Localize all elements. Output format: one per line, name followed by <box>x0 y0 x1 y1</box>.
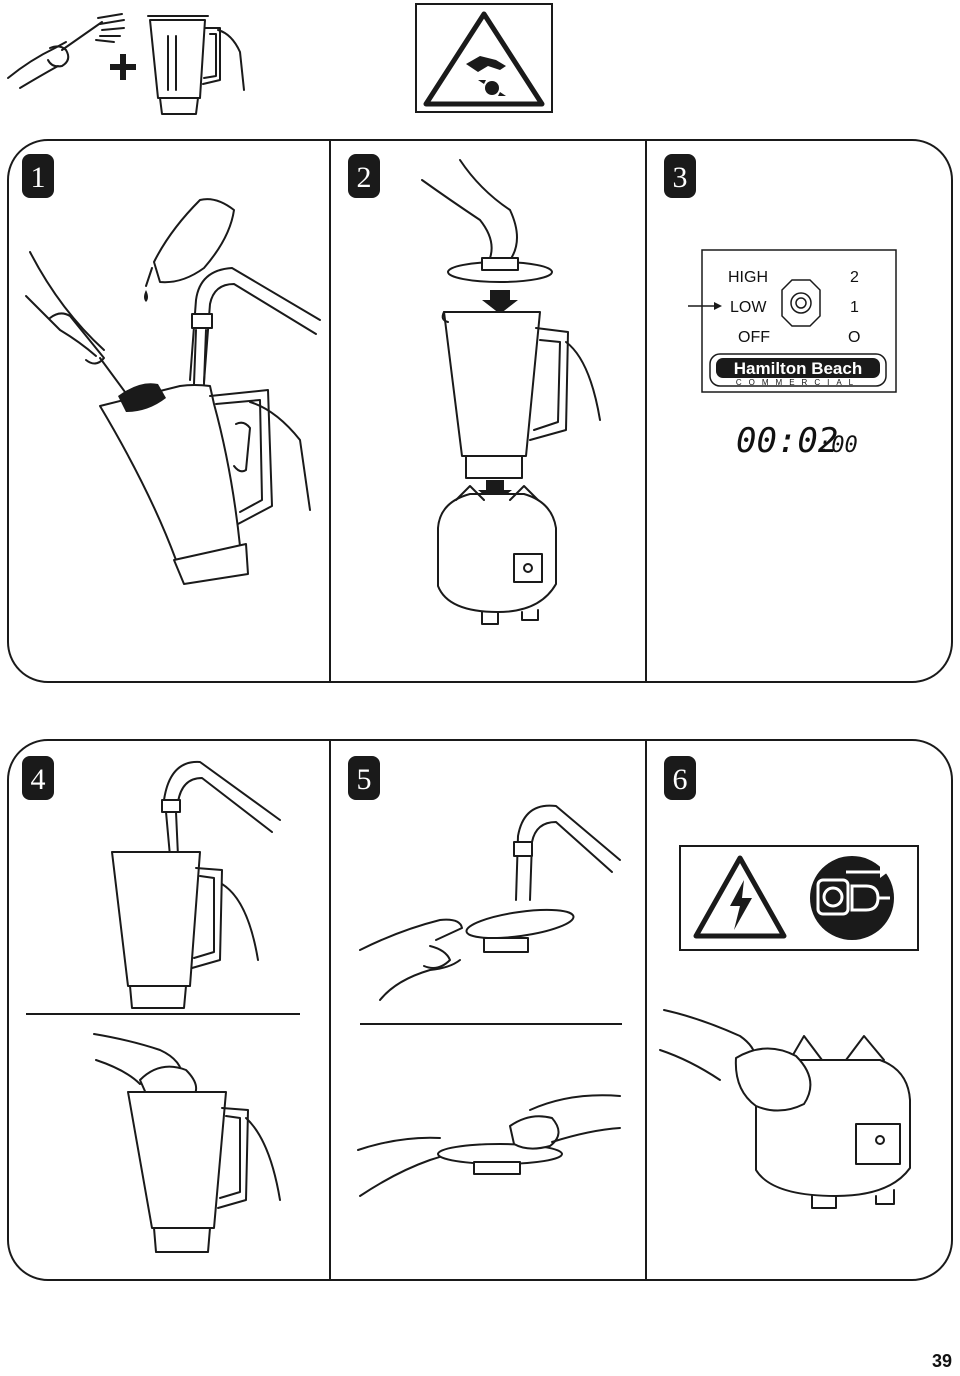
timer-display: 00:02 :00 <box>736 421 858 461</box>
brush-bristles <box>95 13 125 43</box>
step-number: 3 <box>673 161 688 194</box>
high-label: HIGH <box>728 269 768 286</box>
rotating-blade-warning-sign <box>415 3 553 113</box>
timer-seconds: :00 <box>818 433 858 458</box>
brush-plus-jar-illustration <box>7 13 245 115</box>
step-number: 2 <box>357 161 372 194</box>
step6-unplug-warning <box>679 845 919 951</box>
step-number: 5 <box>357 763 372 796</box>
brand-name: Hamilton Beach <box>734 359 862 378</box>
step4-rinse-jar-illustration <box>111 760 281 1009</box>
setting-1-label: 1 <box>850 299 859 316</box>
step-number: 1 <box>31 161 46 194</box>
low-label: LOW <box>730 299 767 316</box>
brand-subtitle: COMMERCIAL <box>736 378 860 387</box>
timer-main: 00:02 <box>736 421 838 461</box>
off-label: OFF <box>738 329 770 346</box>
step-badge-1: 1 <box>22 154 54 198</box>
step-badge-3: 3 <box>664 154 696 198</box>
hamilton-beach-logo: Hamilton Beach COMMERCIAL <box>709 353 887 387</box>
setting-2-label: 2 <box>850 269 859 286</box>
step6-wipe-base-illustration <box>659 1009 911 1209</box>
speed-toggle-switch <box>781 279 821 327</box>
step2-assemble-illustration <box>421 159 601 625</box>
setting-0-label: O <box>848 329 860 346</box>
unplug-icon <box>810 856 894 940</box>
step4-wipe-jar-illustration <box>93 1033 281 1253</box>
page-number: 39 <box>931 1351 952 1371</box>
panel-row-1 <box>7 139 953 683</box>
step-badge-6: 6 <box>664 756 696 800</box>
step-badge-2: 2 <box>348 154 380 198</box>
step-badge-4: 4 <box>22 756 54 800</box>
step5-rinse-lid-illustration <box>359 804 621 1001</box>
step-number: 6 <box>673 763 688 796</box>
step3-control-panel: HIGH LOW OFF 2 1 O Hamilton Beach COMMER… <box>688 249 897 461</box>
step5-wipe-lid-illustration <box>357 1094 621 1197</box>
step-badge-5: 5 <box>348 756 380 800</box>
step-number: 4 <box>31 763 46 796</box>
step1-wash-jar-illustration <box>25 198 321 585</box>
panel-row-2 <box>7 739 953 1281</box>
